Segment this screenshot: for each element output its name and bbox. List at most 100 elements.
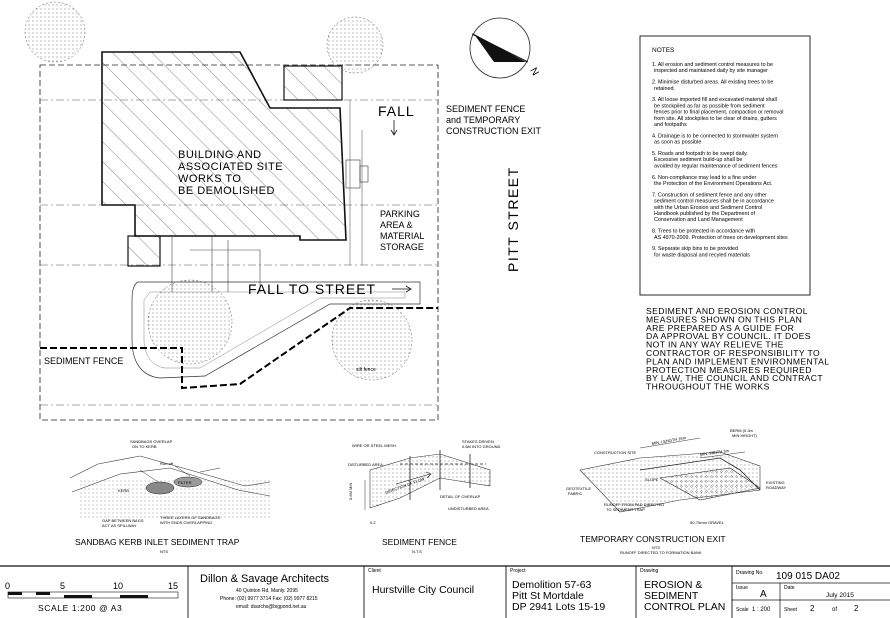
kerb-label-3: Run-off [160,461,174,466]
building-footprint [101,51,347,241]
fall-to-street-label: FALL TO STREET [248,281,376,297]
note-9-line-1: 9. Separate skip bins to be provided [652,246,738,252]
scale-label: Scale [736,607,749,613]
drawing-value-1: EROSION & [644,579,702,591]
site-plan: BUILDING AND ASSOCIATED SITE WORKS TO BE… [24,1,542,421]
note-3-line-2: be stockpiled as far as possible from se… [654,103,765,109]
kerb-trap-title: SANDBAG KERB INLET SEDIMENT TRAP [75,537,240,547]
note-5-line-2: Excessive sediment build-up shall be [654,157,742,163]
street-label: PITT STREET [505,166,521,272]
sediment-fence-title: SEDIMENT FENCE [382,537,457,547]
note-7-line-2: sediment control measures shall be in ac… [654,199,774,205]
parking-label-4: STORAGE [380,242,424,252]
drawing-no-label: Drawing No. [736,570,764,576]
exit-label-4: MIN. LENGTH 15m [651,435,687,446]
detail-sediment-fence: WIRE OR STEEL MESH STAKES DRIVEN 0.6M IN… [348,439,500,554]
silt-fence-label: silt fence [356,367,376,373]
kerb-label-1: SANDBAGS OVERLAP [130,439,173,444]
exit-label-8: RUNOFF FROM PAD DIRECTED [604,502,664,507]
note-7-line-5: Conservation and Land Management [654,217,743,223]
notes-title: NOTES [652,47,675,54]
date-value: July 2015 [826,592,854,599]
sediment-fence-label: SEDIMENT FENCE [44,356,123,366]
fence-label-7: UNDISTURBED AREA [448,506,489,511]
north-arrow: N [469,17,541,79]
note-8-line-1: 8. Trees to be protected in accordance w… [652,229,755,235]
note-2-line-2: retained. [654,86,675,92]
kerb-label-7: ACT AS SPILLWAY [102,523,137,528]
kerb-label-4: FILTER [178,480,192,485]
note-3-line-1: 3. All loose imported fill and excavated… [652,97,777,103]
exit-label-13: SLOPE [645,477,659,482]
note-7-line-4: Handbook published by the Department of [654,211,755,217]
kerb-label-9: WITH ENDS OVERLAPPING [160,520,212,525]
fence-label-4: DISTURBED AREA [348,462,383,467]
scale-value: 1 : 200 [752,607,771,613]
drawing-value-2: SEDIMENT [644,590,699,602]
note-6-line-1: 6. Non-compliance may lead to a fine und… [652,175,756,181]
statement-line-4: DA APPROVAL BY COUNCIL. IT DOES [646,331,811,341]
note-1-line-1: 1. All erosion and sediment control meas… [652,62,773,68]
note-3-line-3: fences prior to final placement, compact… [654,110,783,116]
notes-box: NOTES 1. All erosion and sediment contro… [639,35,811,296]
client-value: Hurstville City Council [372,584,474,596]
exit-label-3: CONSTRUCTION SITE [594,450,637,455]
exit-label-9: TO SEDIMENT TRAP [606,507,645,512]
note-1-line-2: inspected and maintained daily by site m… [654,68,768,74]
scale-bar: 0 5 10 15 SCALE 1:200 @ A3 [5,581,179,613]
sediment-fence-exit-label-2: and TEMPORARY [446,115,520,125]
parking-label-3: MATERIAL [380,231,424,241]
kerb-trap-nts: NTS [160,549,168,554]
site-boundary [39,64,439,421]
fence-label-3: 0.6M INTO GROUND [462,444,500,449]
exit-label-7: FABRIC [568,491,583,496]
exit-label-11: ROADWAY [766,485,787,490]
scale-text: SCALE 1:200 @ A3 [38,603,122,613]
sheet-of: of [832,607,837,613]
project-value-1: Demolition 57-63 [512,579,592,591]
note-9-line-2: for waste disposal and recyled materials [654,252,750,258]
fence-label-9: 0.2 [370,520,376,525]
sediment-fence-line [40,307,438,390]
title-block: 0 5 10 15 SCALE 1:200 @ A3 Dillon & Sava… [0,565,890,618]
statement-line-9: BY LAW, THE COUNCIL AND CONTRACT [646,373,823,383]
project-value-2: Pitt St Mortdale [512,590,584,602]
issue-value: A [760,589,767,600]
statement-line-5: NOT IN ANY WAY RELIEVE THE [646,340,784,350]
sediment-fence-exit-label-3: CONSTRUCTION EXIT [446,126,542,136]
scale-tick-10: 10 [113,581,123,591]
scale-tick-0: 0 [5,581,10,591]
fence-label-1: WIRE OR STEEL MESH [352,443,396,448]
firm-email: email: dsarchs@bigpond.net.au [236,604,307,610]
statement-line-7: PLAN AND IMPLEMENT ENVIRONMENTAL [646,356,829,366]
tree-canopy-trees [24,1,413,381]
statement-line-1: SEDIMENT AND EROSION CONTROL [646,306,808,316]
client-label: Client [368,568,381,574]
exit-label-2: MIN HEIGHT) [732,433,758,438]
project-value-3: DP 2941 Lots 15-19 [512,601,605,613]
parking-label-2: AREA & [380,220,413,230]
shed-block [127,235,161,267]
sheet-value: 2 [810,604,815,613]
note-8-line-2: AS 4970-2009. Protection of trees on dev… [654,235,788,241]
note-5-line-1: 5. Roads and footpath to be swept daily. [652,151,748,157]
parking-label-1: PARKING [380,209,420,219]
exit-label-5: MIN. WIDTH 3m [699,448,729,457]
note-7-line-3: with the Urban Erosion and Sediment Cont… [653,205,762,211]
scale-tick-15: 15 [168,581,178,591]
drawing-value-3: CONTROL PLAN [644,601,725,613]
note-3-line-4: from site. All stockpiles to be clear of… [654,116,777,122]
drawing-no-value: 109 015 DA02 [776,571,840,582]
statement-line-10: THROUGHOUT THE WORKS [646,382,770,392]
statement-line-6: CONTRACTOR OF RESPONSIBILITY TO [646,348,820,358]
building-label-2: ASSOCIATED SITE [178,161,283,173]
statement-line-8: PROTECTION MEASURES REQUIRED [646,365,812,375]
drawing-label: Drawing [640,568,659,574]
issue-label: Issue [736,585,748,591]
note-7-line-1: 7. Construction of sediment fence and an… [652,192,767,198]
fence-label-8: 0.6M MIN [348,483,353,500]
construction-exit-sub: RUNOFF DIRECTED TO FORMATION BANK [620,550,702,555]
note-4-line-2: as soon as possible [654,140,701,146]
